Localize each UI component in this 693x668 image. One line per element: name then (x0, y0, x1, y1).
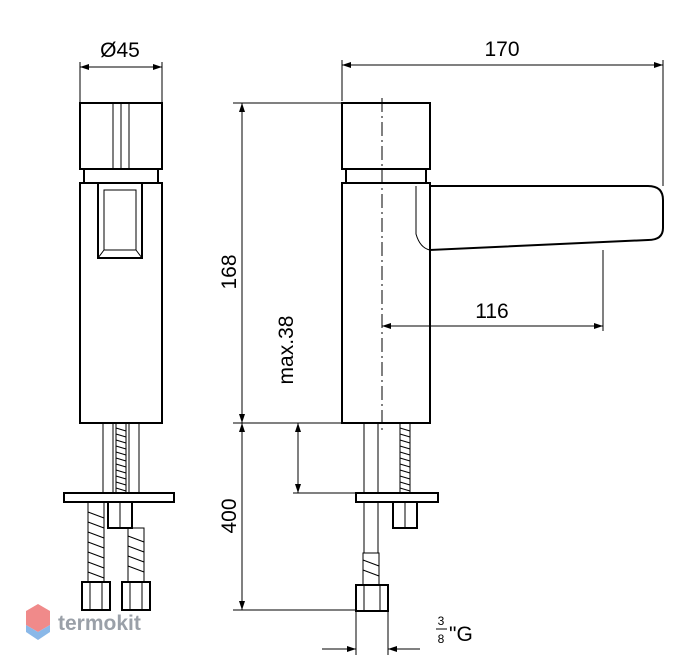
front-pipe-left (102, 422, 114, 494)
hose-length-label: 400 (218, 498, 241, 533)
side-hose (362, 552, 380, 586)
side-rod-threads (399, 427, 411, 492)
side-handle-cap (341, 102, 431, 170)
diameter-label: Ø45 (100, 39, 140, 62)
side-body (341, 182, 431, 424)
front-hose-left (87, 501, 105, 583)
front-fitting-right (121, 581, 151, 611)
front-outlet-inner (103, 189, 137, 251)
arrow-head (80, 64, 89, 70)
front-fitting-left (81, 581, 111, 611)
front-hose-right (127, 527, 145, 583)
front-rod-threads (115, 427, 127, 492)
front-mounting-plate (63, 492, 175, 503)
side-collar (345, 168, 427, 184)
reach-label: 116 (475, 300, 508, 323)
side-spout-joint (415, 186, 431, 251)
thread-numerator: 3 (438, 614, 445, 628)
side-mounting-plate (355, 492, 439, 503)
front-pipe-right (128, 422, 140, 494)
length-label: 170 (484, 38, 519, 61)
front-view: Ø45 (63, 39, 175, 611)
side-spout (429, 185, 664, 252)
logo-icon (26, 604, 50, 632)
watermark-text: termokit (58, 612, 141, 635)
front-body (79, 182, 163, 424)
thickness-label: max.38 (275, 316, 298, 385)
watermark: termokit (26, 604, 141, 640)
side-view: 170 168 116 max.38 (218, 38, 664, 655)
front-outlet-bevel (97, 249, 143, 259)
side-pipe (363, 422, 379, 554)
front-collar (83, 168, 159, 184)
height-label: 168 (218, 254, 241, 289)
front-hoses (87, 501, 145, 583)
thread-suffix: "G (449, 623, 473, 646)
arrow-head (153, 64, 162, 70)
front-outlet (97, 182, 143, 259)
thread-denominator: 8 (438, 632, 445, 646)
side-fitting (355, 584, 389, 612)
logo-icon-lower (26, 625, 50, 640)
